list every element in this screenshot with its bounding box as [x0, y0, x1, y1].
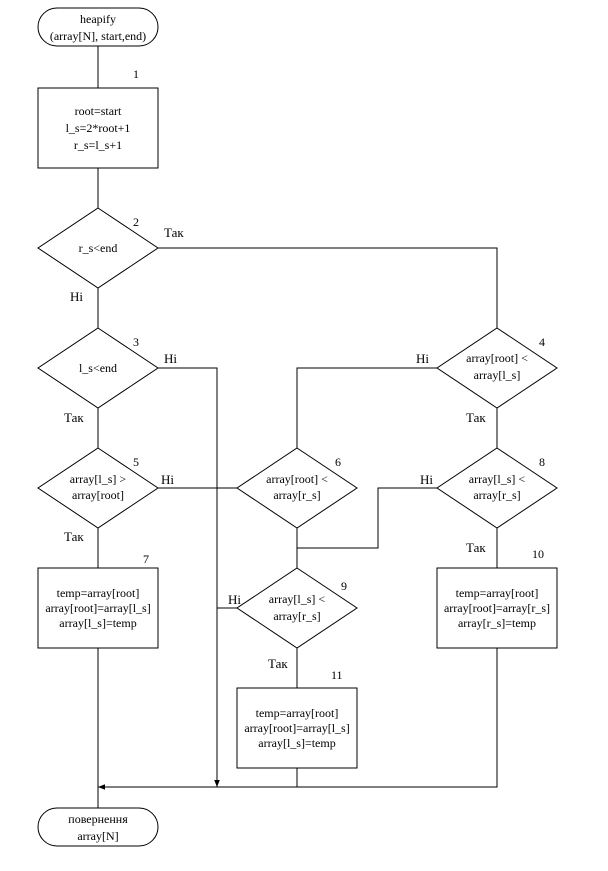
decision-2-number: 2 [133, 215, 139, 229]
decision-2: 2 r_s<end [37, 207, 159, 289]
block-1-line-1: root=start [75, 104, 122, 118]
decision-8: 8 array[l_s] < array[r_s] [436, 447, 558, 529]
block-11-line-1: temp=array[root] [256, 706, 339, 720]
end-line-2: array[N] [77, 829, 118, 843]
block-1-line-2: l_s=2*root+1 [66, 121, 131, 135]
d5-no-label: Ні [161, 472, 174, 487]
branch-labels: Так Ні Ні Так Ні Так Ні Так Ні Так Ні Та… [64, 225, 486, 671]
process-block-1: 1 root=start l_s=2*root+1 r_s=l_s+1 [37, 67, 159, 169]
block-11-number: 11 [331, 668, 343, 682]
d3-no-label: Ні [164, 351, 177, 366]
decision-3: 3 l_s<end [37, 327, 159, 409]
decision-9-line-2: array[r_s] [273, 609, 320, 623]
process-block-10: 10 temp=array[root] array[root]=array[r_… [436, 547, 558, 649]
decision-4: 4 array[root] < array[l_s] [436, 327, 558, 409]
edge-d2-yes-d4 [158, 247, 498, 328]
block-10-number: 10 [532, 547, 544, 561]
process-block-11: 11 temp=array[root] array[root]=array[l_… [236, 668, 358, 769]
edge-d8-no-join [297, 487, 437, 549]
block-10-line-3: array[r_s]=temp [458, 616, 536, 630]
d8-no-label: Ні [420, 472, 433, 487]
d9-yes-label: Так [268, 656, 288, 671]
decision-3-number: 3 [133, 335, 139, 349]
decision-5-line-2: array[root] [72, 488, 124, 502]
block-10-line-1: temp=array[root] [456, 586, 539, 600]
decision-6: 6 array[root] < array[r_s] [236, 447, 358, 529]
d8-yes-label: Так [466, 540, 486, 555]
end-terminal: повернення array[N] [37, 807, 159, 847]
decision-8-number: 8 [539, 455, 545, 469]
decision-6-line-1: array[root] < [266, 472, 328, 486]
decision-5: 5 array[l_s] > array[root] [37, 447, 159, 529]
process-block-7: 7 temp=array[root] array[root]=array[l_s… [37, 552, 159, 649]
decision-5-line-1: array[l_s] > [70, 472, 127, 486]
decision-4-number: 4 [539, 335, 545, 349]
block-11-line-3: array[l_s]=temp [258, 736, 335, 750]
edge-d4-no-d6 [296, 367, 437, 448]
end-line-1: повернення [68, 812, 128, 826]
start-line-1: heapify [80, 12, 116, 26]
decision-2-text: r_s<end [79, 241, 118, 255]
decision-5-number: 5 [133, 455, 139, 469]
decision-8-line-1: array[l_s] < [469, 472, 526, 486]
decision-9: 9 array[l_s] < array[r_s] [236, 567, 358, 649]
edge-d3-no-merge [158, 367, 220, 787]
d2-yes-label: Так [164, 225, 184, 240]
block-7-line-1: temp=array[root] [57, 586, 140, 600]
start-terminal: heapify (array[N], start,end) [37, 7, 159, 47]
edge-b10-merge [98, 648, 498, 790]
decision-6-line-2: array[r_s] [273, 488, 320, 502]
d4-no-label: Ні [416, 351, 429, 366]
block-1-line-3: r_s=l_s+1 [74, 138, 122, 152]
d5-yes-label: Так [64, 529, 84, 544]
decision-3-text: l_s<end [79, 361, 117, 375]
d2-no-label: Ні [70, 289, 83, 304]
d4-yes-label: Так [466, 410, 486, 425]
start-line-2: (array[N], start,end) [50, 29, 146, 43]
decision-6-number: 6 [335, 455, 341, 469]
block-7-line-3: array[l_s]=temp [59, 616, 136, 630]
decision-8-line-2: array[r_s] [473, 488, 520, 502]
decision-9-line-1: array[l_s] < [269, 592, 326, 606]
decision-4-line-1: array[root] < [466, 351, 528, 365]
decision-4-line-2: array[l_s] [474, 368, 521, 382]
block-11-line-2: array[root]=array[l_s] [244, 721, 349, 735]
block-10-line-2: array[root]=array[r_s] [444, 601, 550, 615]
d9-no-label: Ні [228, 592, 241, 607]
block-7-line-2: array[root]=array[l_s] [45, 601, 150, 615]
decision-9-number: 9 [341, 579, 347, 593]
block-1-number: 1 [133, 67, 139, 81]
block-7-number: 7 [143, 552, 149, 566]
edges [97, 46, 498, 808]
d3-yes-label: Так [64, 410, 84, 425]
